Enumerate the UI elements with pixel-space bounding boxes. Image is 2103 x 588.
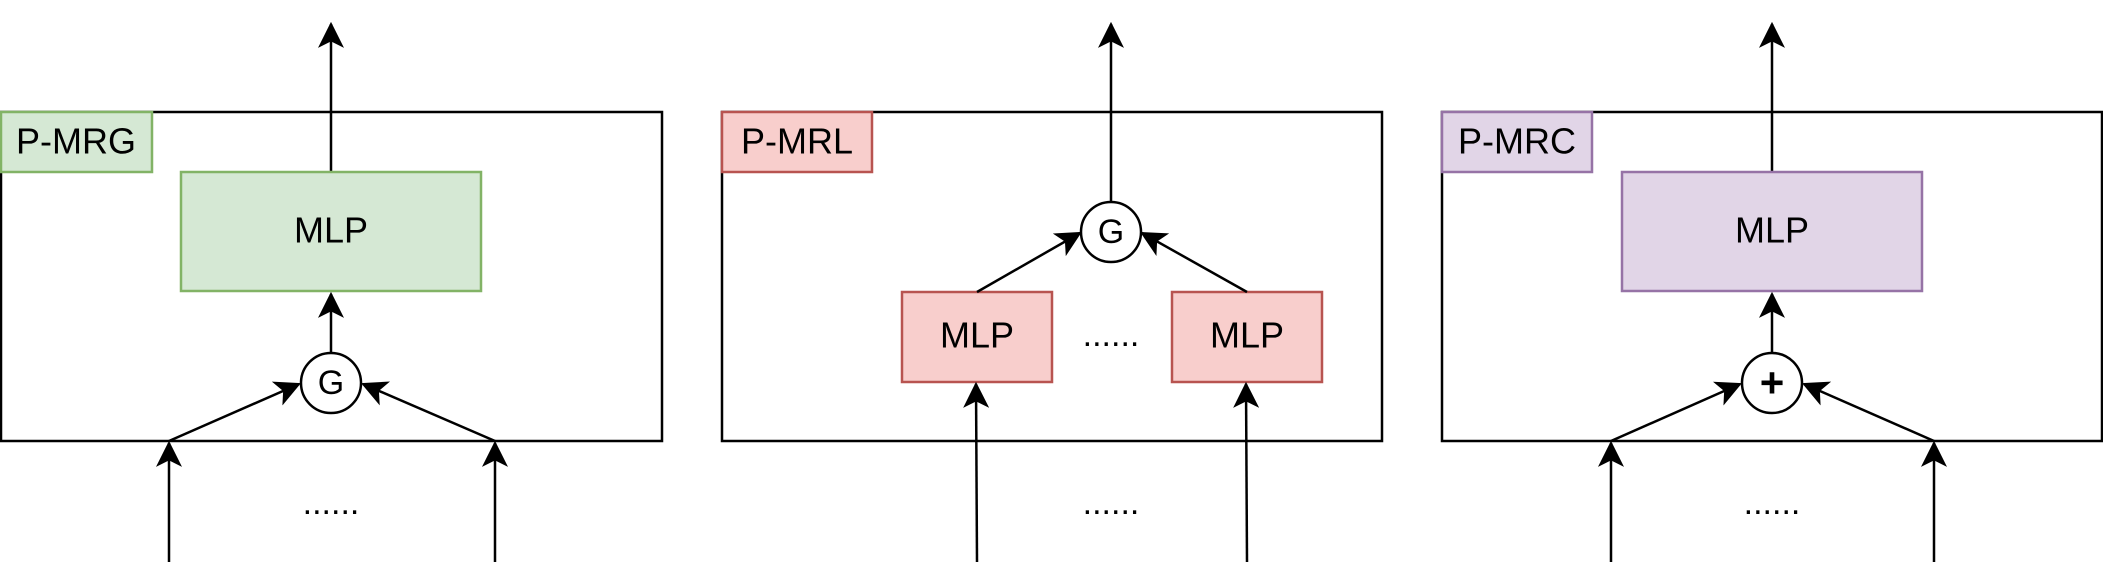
panel-p-mrl-mlp-right-box [1170, 290, 1324, 384]
panel-p-mrl-left-diag-arrow [976, 231, 1082, 294]
panel-p-mrc: P-MRC MLP + ...... [1440, 21, 2103, 562]
panel-p-mrc-plus-node [1740, 351, 1804, 415]
panel-p-mrc-tag-box [1440, 110, 1594, 174]
panel-p-mrl-input-right-arrow [1233, 381, 1260, 563]
panel-p-mrl-g-symbol: G [1098, 213, 1124, 251]
panel-p-mrl-right-diag-arrow [1140, 231, 1248, 294]
panel-p-mrl-input-left-arrow [963, 381, 990, 563]
panel-p-mrg-g-symbol: G [318, 364, 344, 402]
panel-p-mrg-left-diag-arrow [168, 381, 301, 443]
panel-p-mrg: P-MRG MLP G ...... [0, 21, 664, 562]
panel-p-mrg-right-diag-arrow [361, 381, 496, 443]
panel-p-mrg-tag: P-MRG [16, 121, 136, 162]
panel-p-mrg-tag-box [0, 110, 154, 174]
panel-p-mrl-tag: P-MRL [741, 121, 853, 162]
panel-p-mrc-left-diag-arrow [1610, 381, 1742, 443]
panel-p-mrg-mlp-label: MLP [294, 210, 368, 251]
panel-p-mrc-mlp-box [1620, 170, 1924, 293]
panel-p-mrc-right-diag-arrow [1802, 381, 1935, 443]
panel-p-mrg-input-ellipsis: ...... [303, 484, 360, 522]
panel-p-mrc-input-ellipsis: ...... [1744, 484, 1801, 522]
panel-p-mrl-frame [720, 110, 1384, 443]
panel-p-mrg-g-node [299, 351, 363, 415]
panel-p-mrl-tag-box [720, 110, 874, 174]
panel-p-mrc-tag: P-MRC [1458, 121, 1576, 162]
panel-p-mrl: P-MRL G MLP MLP ...... ...... [720, 21, 1384, 563]
panel-p-mrl-mlp-left-label: MLP [940, 315, 1014, 356]
panel-p-mrc-mlp-label: MLP [1735, 210, 1809, 251]
panel-p-mrl-mlp-right-label: MLP [1210, 315, 1284, 356]
panel-p-mrc-plus-symbol: + [1760, 359, 1785, 406]
panel-p-mrl-mid-ellipsis: ...... [1083, 316, 1140, 354]
panel-p-mrg-mlp-box [179, 170, 483, 293]
panel-p-mrl-input-ellipsis: ...... [1083, 484, 1140, 522]
